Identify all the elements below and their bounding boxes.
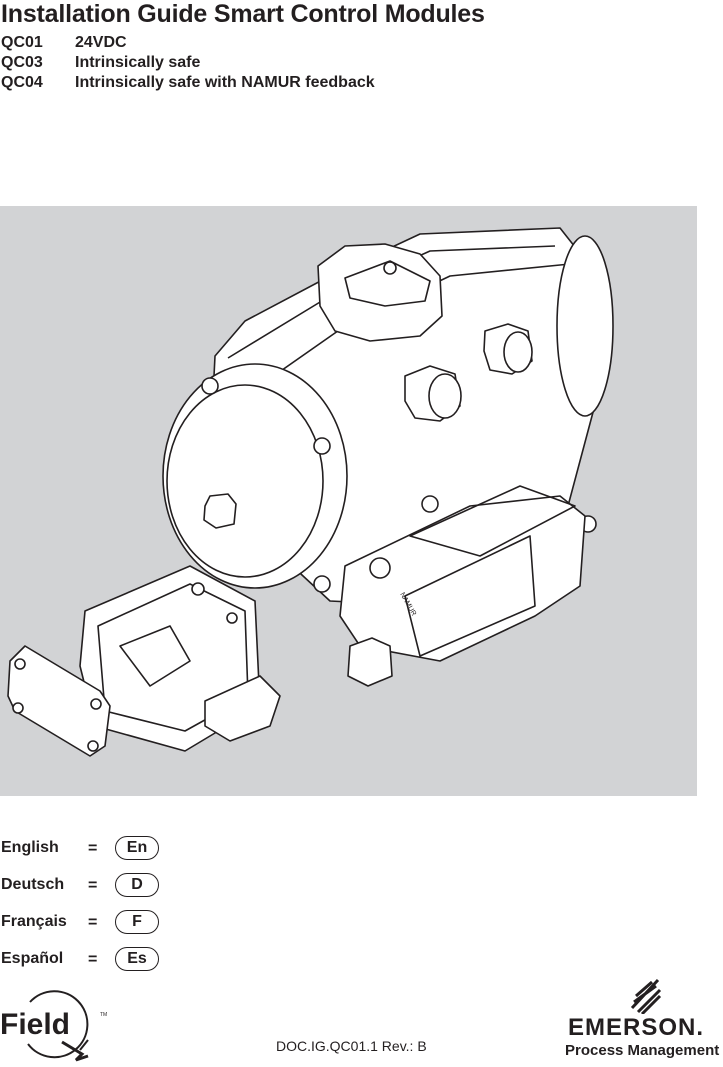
equals-sign: =	[88, 914, 98, 931]
language-name: Español	[1, 950, 64, 967]
language-code-badge: Es	[115, 947, 159, 971]
field-logo-tm: TM	[100, 1012, 107, 1018]
document-title: Installation Guide Smart Control Modules	[1, 0, 485, 28]
model-description: Intrinsically safe with NAMUR feedback	[75, 74, 375, 91]
emerson-mark-icon	[630, 978, 662, 1014]
brand-name: EMERSON.	[568, 1014, 705, 1041]
model-row: QC04 Intrinsically safe with NAMUR feedb…	[1, 74, 375, 94]
language-code-badge: D	[115, 873, 159, 897]
language-code-badge: En	[115, 836, 159, 860]
field-logo-text: Field	[0, 1008, 70, 1041]
end-cap-left	[162, 363, 348, 589]
fieldbus-logo-icon: Field TM	[0, 990, 107, 1062]
cover-plate	[7, 645, 111, 757]
model-code: QC01	[1, 34, 43, 51]
field-logo: Field TM	[0, 984, 115, 1067]
model-row: QC03 Intrinsically safe	[1, 54, 375, 74]
equals-sign: =	[88, 877, 98, 894]
equals-sign: =	[88, 840, 98, 857]
equals-sign: =	[88, 951, 98, 968]
document-reference: DOC.IG.QC01.1 Rev.: B	[276, 1038, 427, 1054]
language-name: Français	[1, 913, 67, 930]
actuator-drawing: NAMUR	[7, 227, 614, 757]
language-code-badge: F	[115, 910, 159, 934]
model-description: 24VDC	[75, 34, 127, 51]
emerson-logo: EMERSON. Process Management	[558, 972, 723, 1062]
model-code: QC04	[1, 74, 43, 91]
model-description: Intrinsically safe	[75, 54, 201, 71]
model-code: QC03	[1, 54, 43, 71]
control-module	[339, 495, 586, 662]
model-row: QC01 24VDC	[1, 34, 375, 54]
terminal-block	[204, 675, 281, 742]
language-name: English	[1, 839, 59, 856]
end-cap-right	[556, 235, 614, 417]
brand-division: Process Management	[565, 1042, 720, 1059]
language-name: Deutsch	[1, 876, 65, 893]
product-illustration: NAMUR	[0, 206, 697, 796]
end-cap-plug	[203, 493, 237, 529]
model-list: QC01 24VDC QC03 Intrinsically safe QC04 …	[1, 34, 375, 94]
cable-gland	[347, 637, 393, 687]
